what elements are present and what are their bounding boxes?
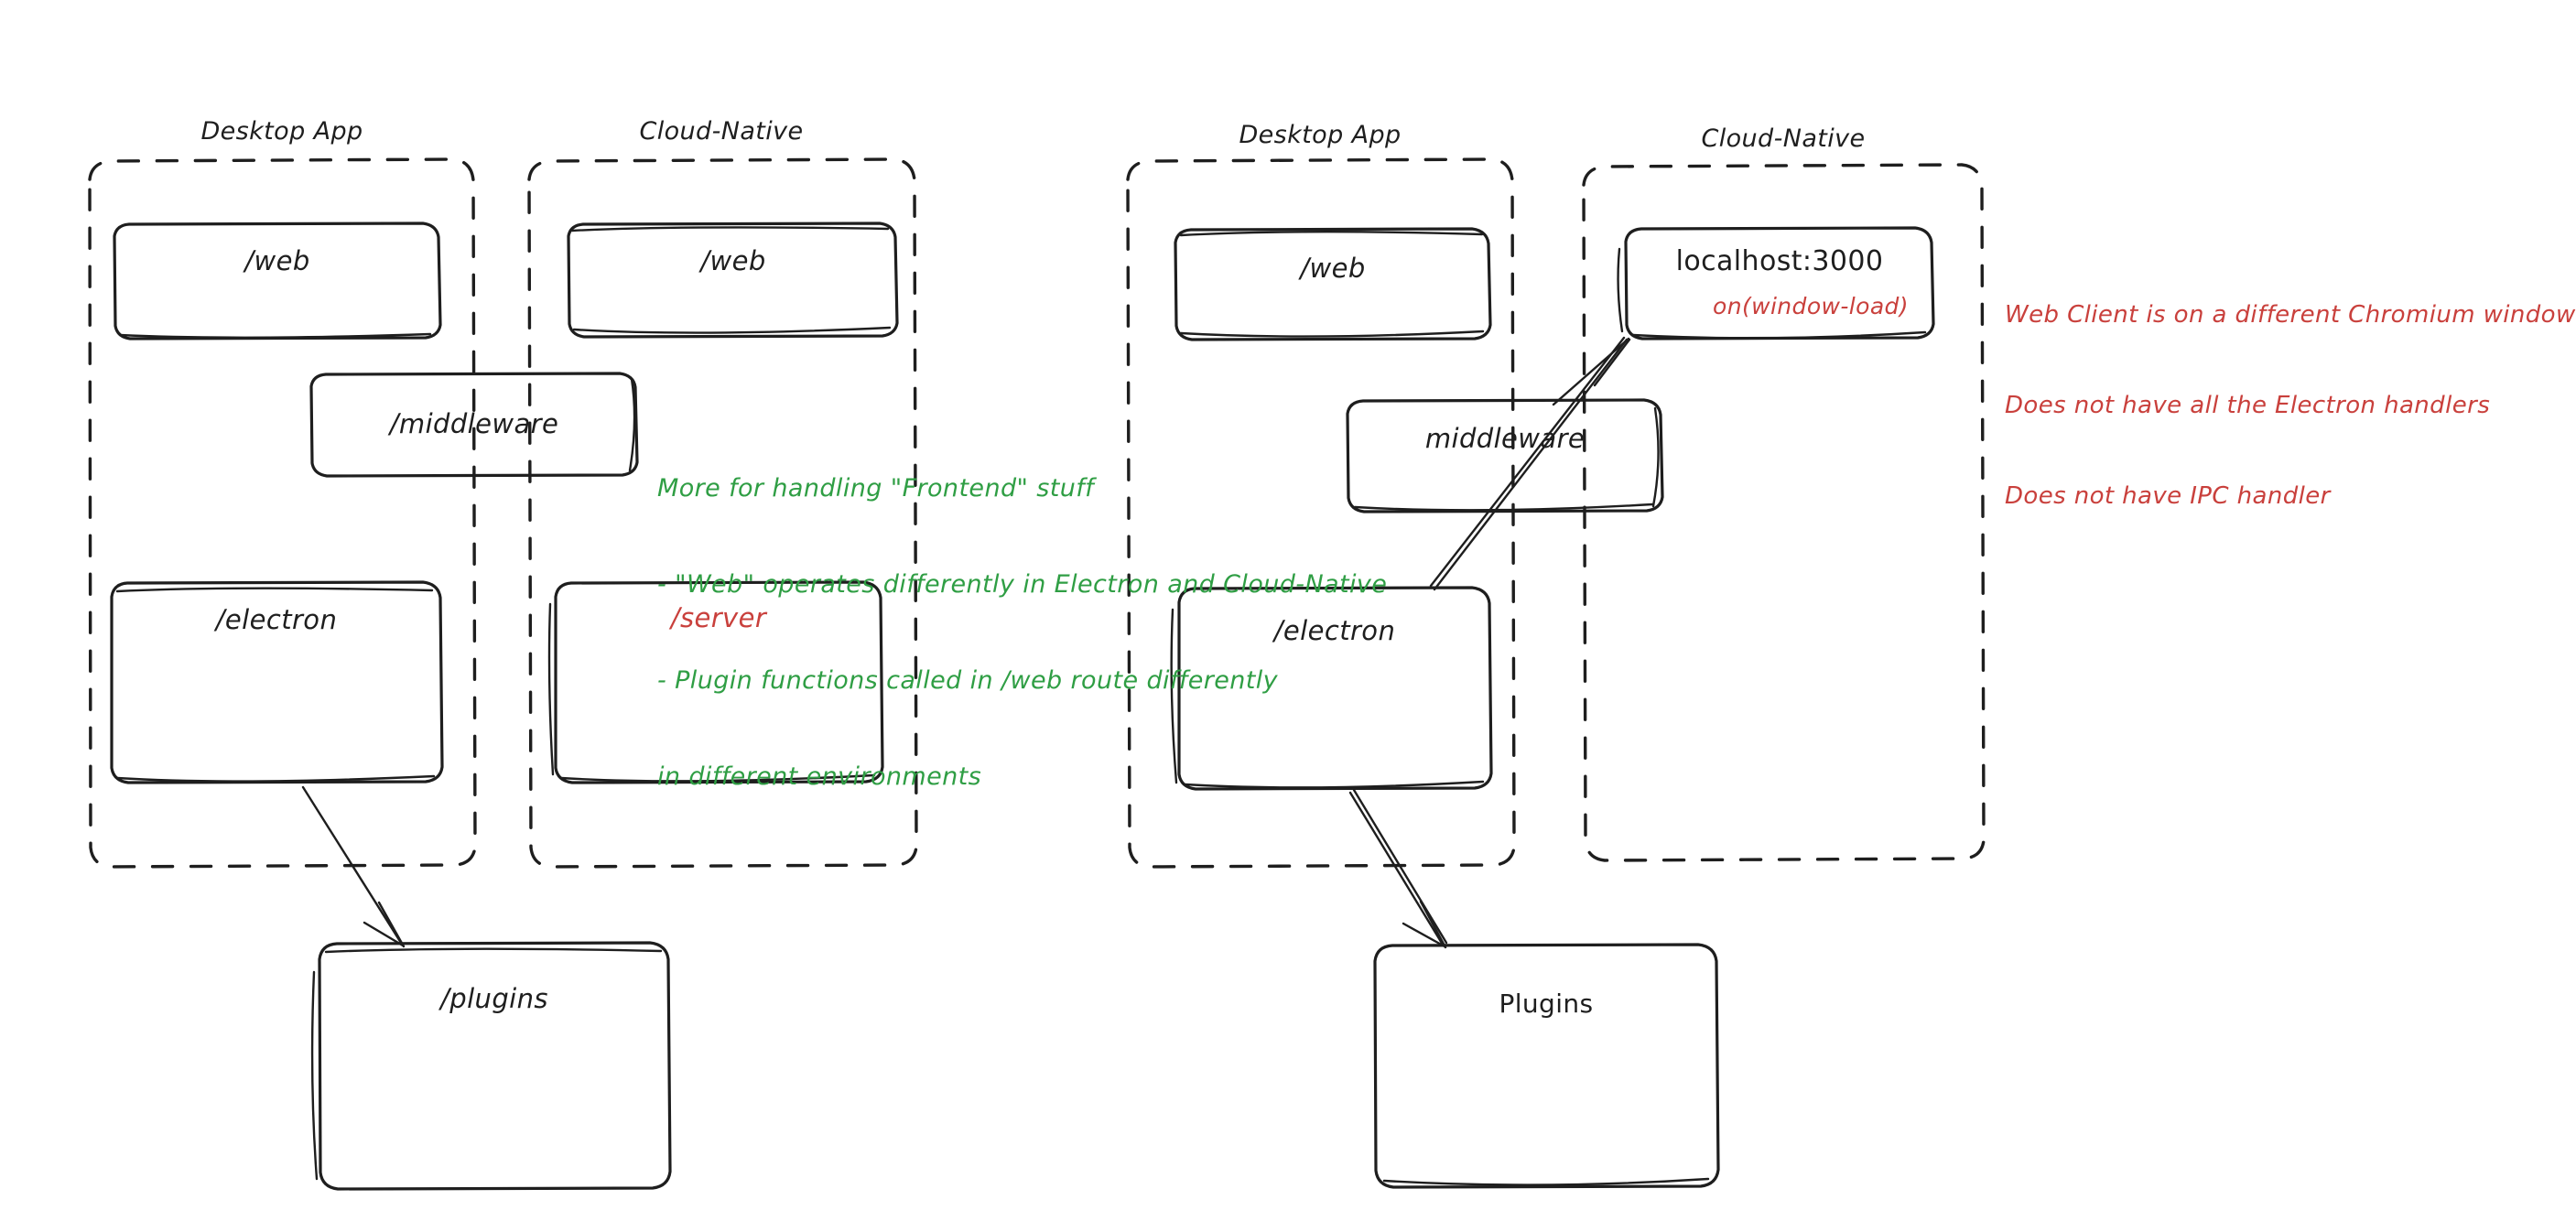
node-outline-right-electron [1170,586,1493,791]
node-outline-left-web [113,222,442,340]
green-annotation-line-1: More for handling "Frontend" stuff [657,474,1095,503]
group-label-left-desktop-app: Desktop App [200,117,363,146]
node-outline-right-middleware [1346,398,1664,513]
node-outline-right-web [1174,227,1492,341]
green-annotation: More for handling "Frontend" stuff - "We… [657,408,1387,857]
green-annotation-line-3: - Plugin functions called in /web route … [657,666,1278,695]
arrow-right-electron-to-localhost [1429,336,1631,591]
node-outline-left-plugins [310,941,672,1191]
node-label-left-server: /server [670,602,767,633]
green-annotation-line-2: - "Web" operates differently in Electron… [657,570,1388,599]
arrow-left-electron-to-plugins [301,785,406,948]
group-label-right-cloud-native: Cloud-Native [1701,124,1866,153]
node-label-left-web-cloud: /web [700,245,766,276]
node-label-left-middleware: /middleware [389,408,559,439]
red-annotation-line-2: Does not have all the Electron handlers [2005,392,2491,419]
node-label-right-localhost: localhost:3000 [1675,245,1884,277]
node-label-right-web: /web [1300,253,1366,284]
red-annotation: Web Client is on a different Chromium wi… [2005,240,2576,572]
group-label-right-desktop-app: Desktop App [1239,121,1402,149]
node-label-left-plugins: /plugins [440,983,548,1014]
node-outline-left-web-cloud [567,222,899,339]
green-annotation-line-4: in different environments [657,762,982,791]
node-label-right-electron: /electron [1273,615,1396,646]
node-label-left-web: /web [244,245,310,276]
group-outline-right-cloud-native [1582,163,1986,862]
node-outline-right-plugins [1373,943,1720,1189]
node-outline-right-localhost [1617,226,1935,340]
red-annotation-line-1: Web Client is on a different Chromium wi… [2005,301,2576,329]
red-annotation-line-3: Does not have IPC handler [2005,482,2331,510]
node-outline-left-middleware [309,372,639,478]
node-outline-left-electron [110,580,444,784]
node-outline-left-server [547,580,884,784]
group-label-left-cloud-native: Cloud-Native [639,117,804,146]
node-label-left-electron: /electron [215,604,338,635]
node-label-right-plugins: Plugins [1499,989,1594,1019]
node-sublabel-right-localhost: on(window-load) [1713,293,1909,319]
group-outline-left-cloud-native [527,157,918,869]
node-label-right-middleware: middleware [1424,423,1586,454]
arrow-right-electron-to-plugins [1348,788,1448,949]
